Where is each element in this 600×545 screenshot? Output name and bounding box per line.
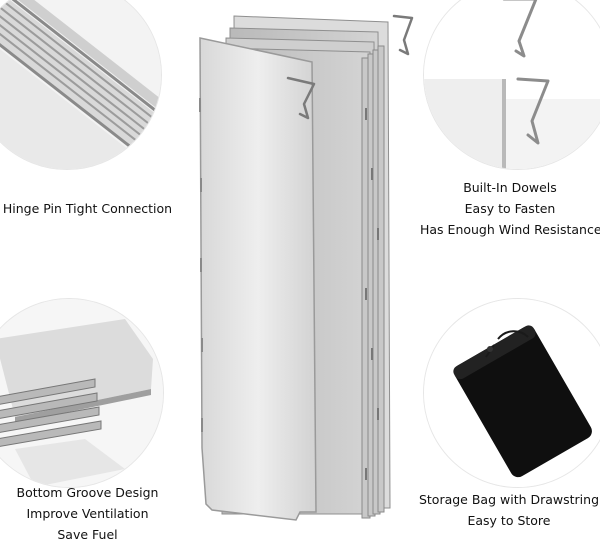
dowel-caption-line-1: Built-In Dowels <box>463 180 557 195</box>
bag-caption-line-1: Storage Bag with Drawstring <box>418 492 600 507</box>
bag-caption: Storage Bag with Drawstring Easy to Stor… <box>418 489 600 531</box>
groove-caption-line-1: Bottom Groove Design <box>16 485 159 500</box>
groove-caption-line-2: Improve Ventilation <box>26 506 149 521</box>
dowel-caption: Built-In Dowels Easy to Fasten Has Enoug… <box>420 177 600 240</box>
windscreen-product-image <box>192 8 432 528</box>
storage-bag-image <box>423 298 600 488</box>
hinge-detail-image <box>0 0 162 170</box>
bag-caption-line-2: Easy to Store <box>467 513 551 528</box>
dowel-caption-line-2: Easy to Fasten <box>464 201 556 216</box>
groove-detail-image <box>0 298 164 488</box>
hinge-caption: Hinge Pin Tight Connection <box>0 198 175 219</box>
groove-caption-line-3: Save Fuel <box>57 527 118 542</box>
dowel-detail-image <box>423 0 600 170</box>
dowel-caption-line-3: Has Enough Wind Resistance <box>420 222 600 237</box>
hinge-caption-line-1: Hinge Pin Tight Connection <box>2 201 173 216</box>
groove-caption: Bottom Groove Design Improve Ventilation… <box>0 482 175 545</box>
